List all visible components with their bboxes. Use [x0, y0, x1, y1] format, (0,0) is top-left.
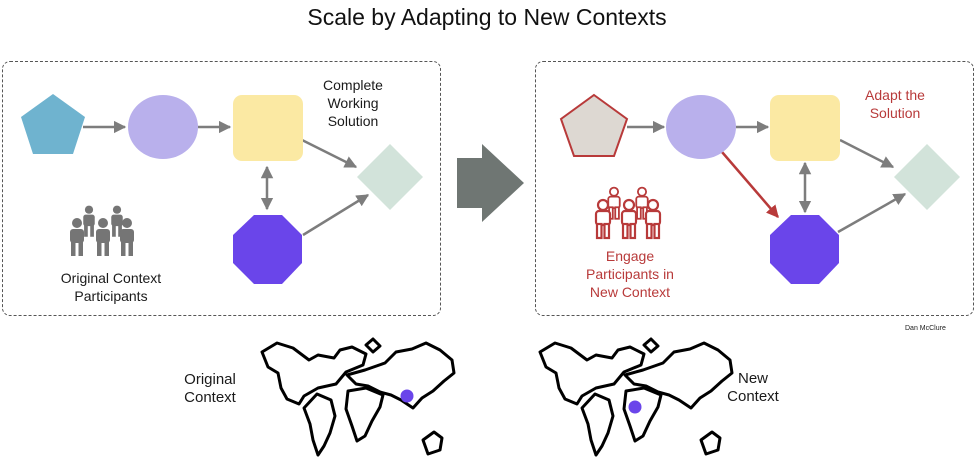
- original-context-panel: [2, 61, 441, 316]
- diamond-node: [357, 144, 423, 210]
- author-credit: Dan McClure: [905, 325, 946, 332]
- square-node: [233, 95, 303, 161]
- original-context-map-label: Original Context: [184, 371, 236, 406]
- transition-arrow: [457, 144, 524, 222]
- right-connectors: [627, 120, 907, 234]
- circle-node: [128, 95, 198, 159]
- circle-node-new: [666, 95, 736, 159]
- page-title: Scale by Adapting to New Contexts: [307, 4, 667, 30]
- diamond-node-new: [894, 144, 960, 210]
- engage-participants-label: Engage Participants in New Context: [586, 248, 674, 300]
- new-context-map-label: New Context: [727, 370, 779, 405]
- world-map-original: [260, 337, 456, 457]
- adapt-connector: [721, 151, 779, 218]
- pentagon-node: [21, 94, 85, 154]
- octagon-node: [233, 215, 302, 284]
- pentagon-node-new: [559, 93, 629, 157]
- original-participants-label: Original Context Participants: [60, 270, 162, 304]
- people-group-red-icon: [594, 186, 662, 240]
- complete-solution-label: Complete Working Solution: [323, 77, 383, 129]
- square-node-new: [770, 95, 840, 161]
- left-connectors: [83, 120, 370, 237]
- people-group-icon: [70, 205, 134, 256]
- location-dot-new: [628, 400, 642, 414]
- location-dot-original: [400, 389, 414, 403]
- world-map-new: [538, 337, 734, 457]
- adapt-solution-label: Adapt the Solution: [865, 87, 925, 121]
- octagon-node-new: [770, 215, 839, 284]
